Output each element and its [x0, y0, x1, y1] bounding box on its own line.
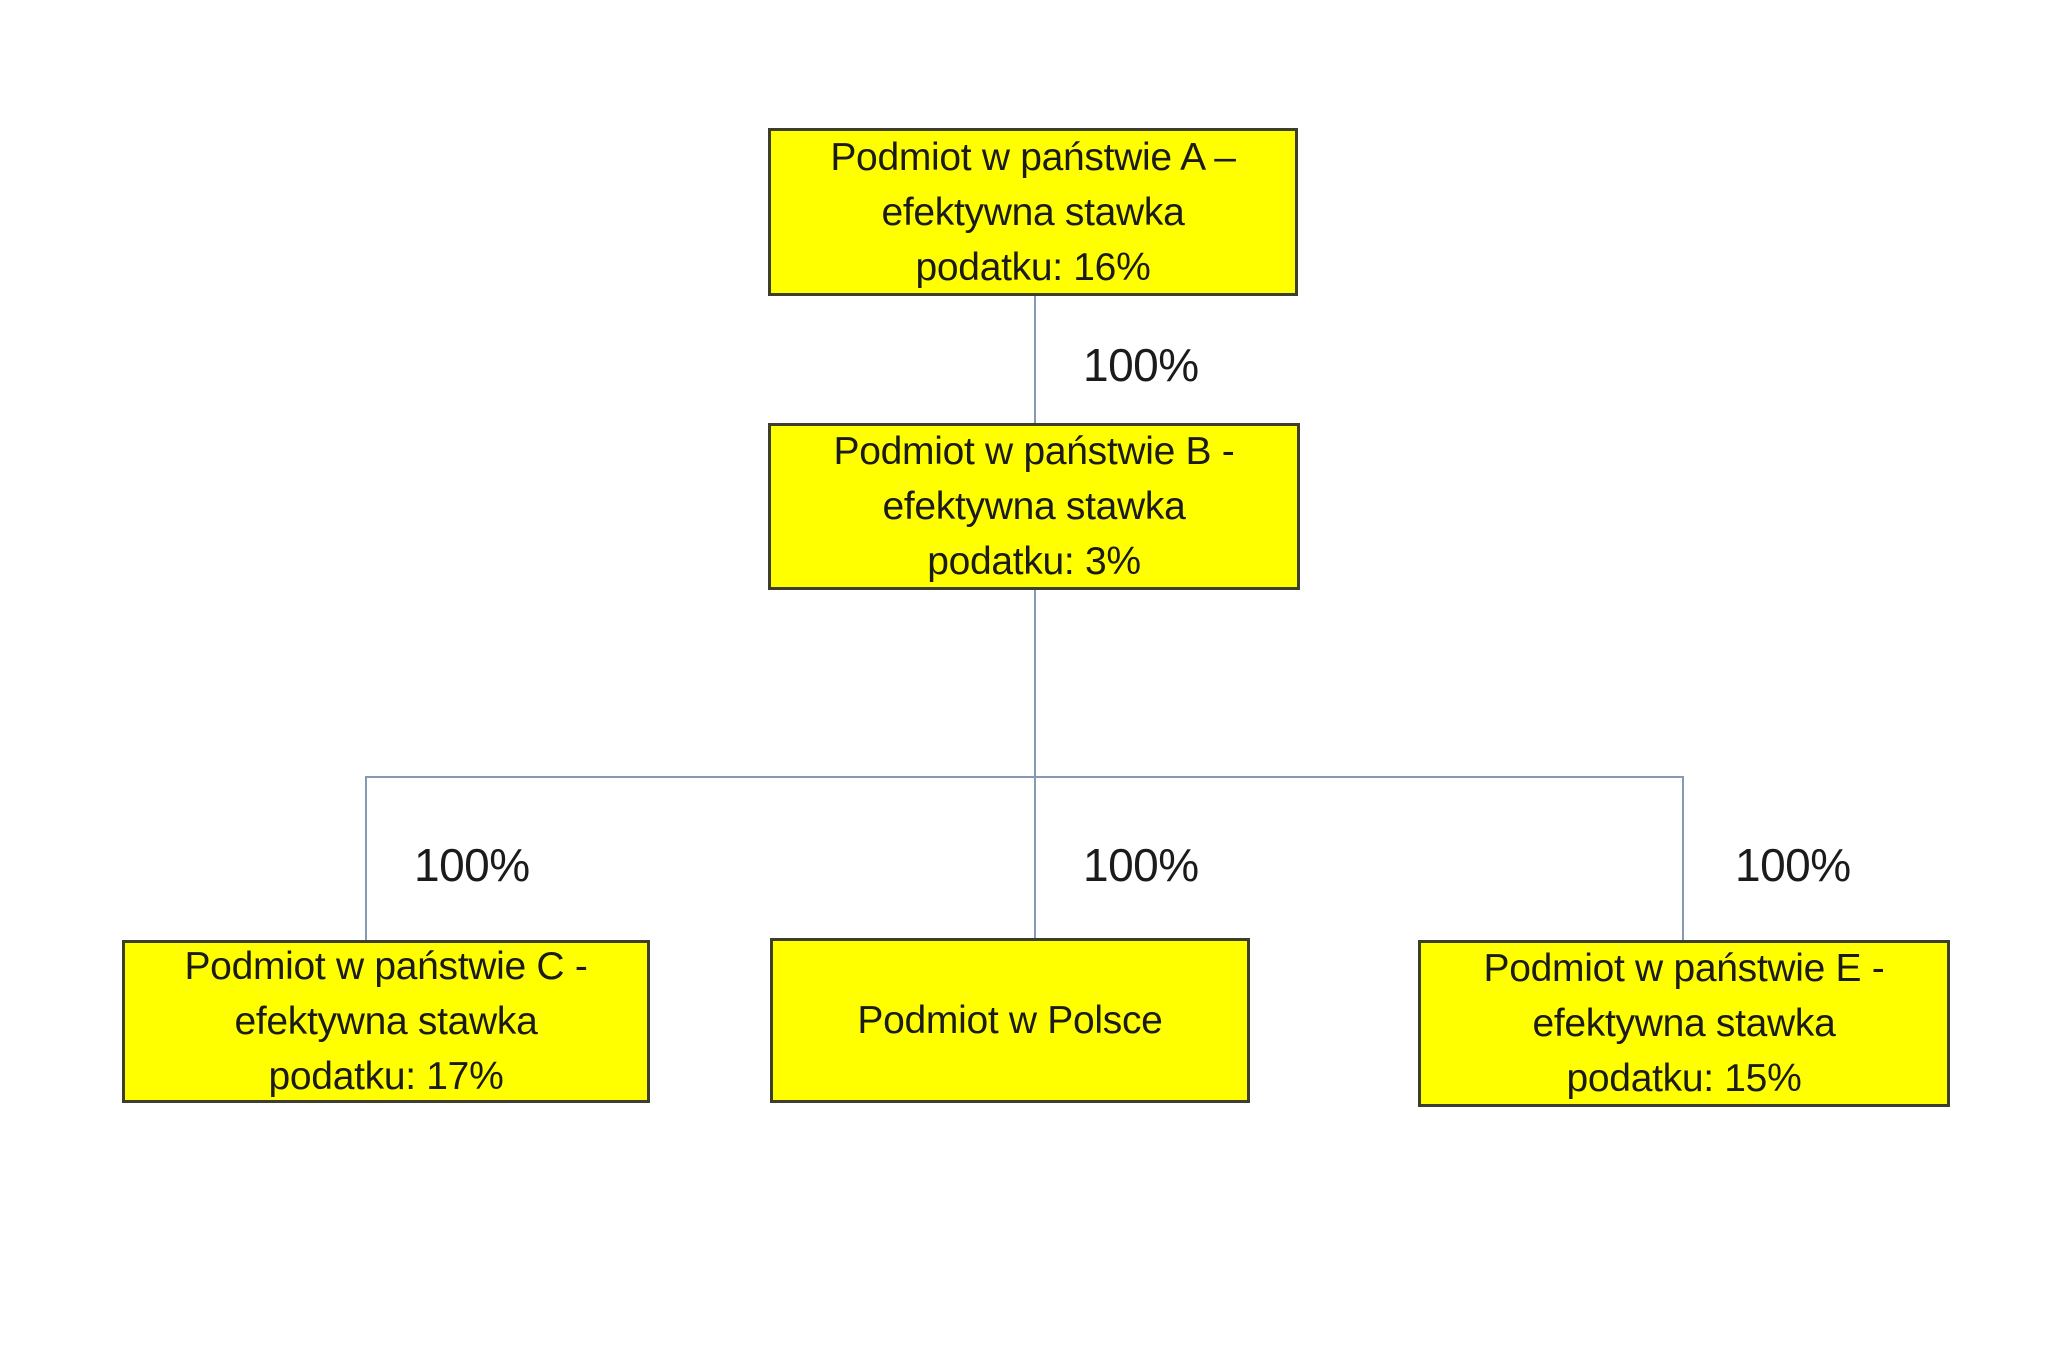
node-entity-b-line-2: efektywna stawka [882, 485, 1186, 528]
connector-b-to-e [1682, 776, 1684, 940]
node-entity-c-line-2: efektywna stawka [234, 1000, 538, 1043]
node-entity-b-line-1: Podmiot w państwie B - [833, 430, 1235, 473]
node-entity-poland: Podmiot w Polsce [770, 938, 1250, 1103]
connector-horizontal-rail [366, 776, 1684, 778]
connector-b-to-pl [1034, 776, 1036, 938]
edge-label-b-to-e: 100% [1735, 839, 1851, 891]
edge-label-b-to-c: 100% [414, 839, 530, 891]
node-entity-c-line-1: Podmiot w państwie C - [184, 945, 588, 988]
connector-b-stem [1034, 590, 1036, 776]
node-entity-c-line-3: podatku: 17% [268, 1055, 504, 1098]
edge-label-b-to-pl: 100% [1083, 839, 1199, 891]
node-entity-c: Podmiot w państwie C - efektywna stawka … [122, 940, 650, 1103]
connector-a-to-b [1034, 296, 1036, 423]
edge-label-a-to-b: 100% [1083, 339, 1199, 391]
node-entity-a: Podmiot w państwie A – efektywna stawka … [768, 128, 1298, 296]
node-entity-e-line-2: efektywna stawka [1532, 1002, 1836, 1045]
node-entity-e-line-3: podatku: 15% [1566, 1057, 1802, 1100]
connector-b-to-c [365, 776, 367, 940]
node-entity-e-line-1: Podmiot w państwie E - [1483, 947, 1885, 990]
node-entity-a-line-3: podatku: 16% [915, 245, 1151, 289]
node-entity-a-line-2: efektywna stawka [881, 190, 1185, 234]
node-entity-e: Podmiot w państwie E - efektywna stawka … [1418, 940, 1950, 1107]
node-entity-poland-line-1: Podmiot w Polsce [857, 999, 1163, 1042]
node-entity-b: Podmiot w państwie B - efektywna stawka … [768, 423, 1300, 590]
node-entity-b-line-3: podatku: 3% [927, 540, 1141, 583]
node-entity-a-line-1: Podmiot w państwie A – [830, 135, 1236, 179]
